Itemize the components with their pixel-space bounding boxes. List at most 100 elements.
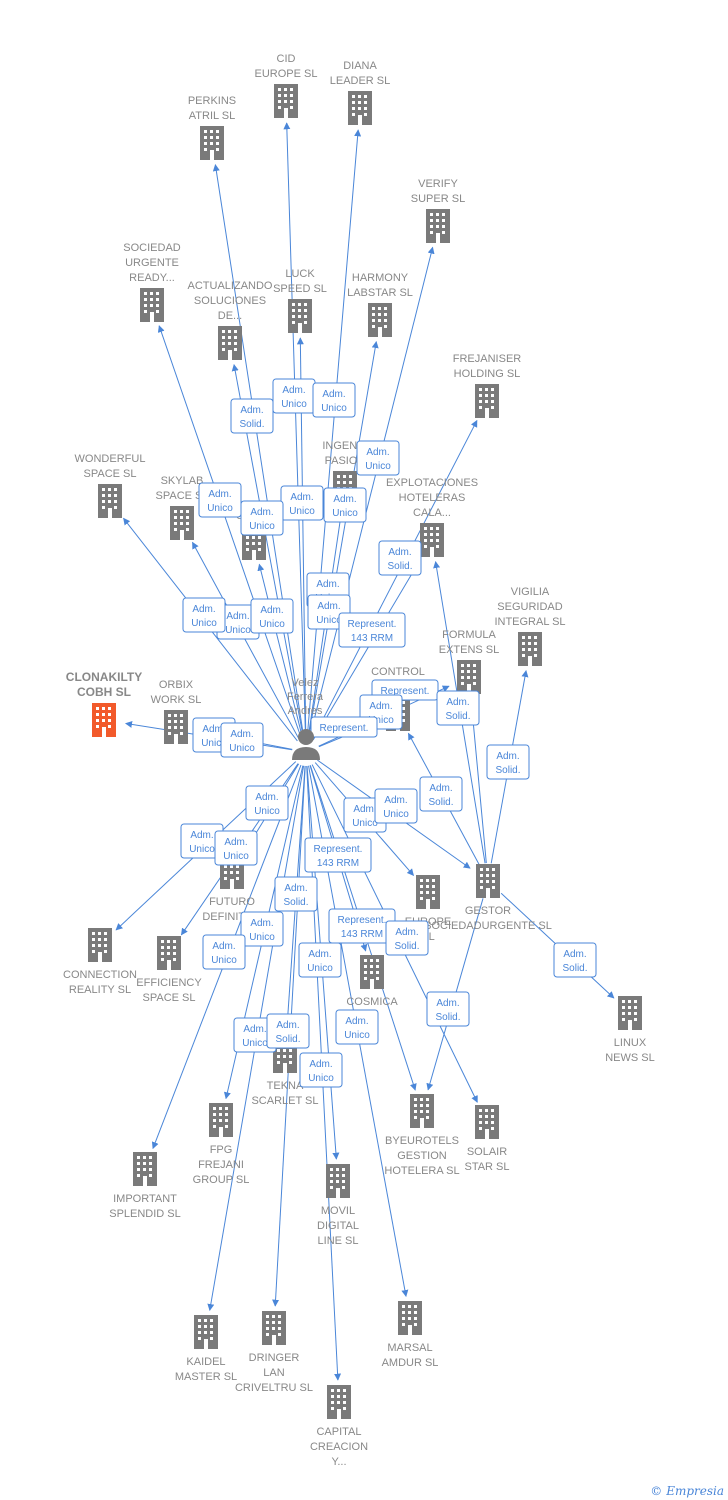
edge-label-text: Adm. (436, 998, 459, 1009)
company-node-capital[interactable]: CAPITALCREACIONY... (310, 1385, 368, 1468)
company-node-verify[interactable]: VERIFY SUPER SL (411, 178, 465, 243)
node-label-efficiency-line-1: EFFICIENCY (136, 977, 202, 989)
node-label-capital-line-1: CAPITAL (316, 1426, 361, 1438)
edge-label-text: Unico (191, 618, 217, 629)
node-label-futuro-line-1: FUTURO (209, 896, 255, 908)
edge-label-text: Unico (225, 625, 251, 636)
edge-label-box (338, 612, 406, 648)
building-icon (348, 91, 372, 125)
edge-label-text: Unico (316, 615, 342, 626)
company-node-efficiency[interactable]: EFFICIENCY SPACE SL (136, 936, 202, 1004)
node-label-verify-line-1: VERIFY (418, 178, 458, 190)
edge-label-box (553, 942, 597, 978)
node-label-efficiency-line-2: SPACE SL (143, 992, 196, 1004)
edge-label-box (335, 1009, 379, 1045)
node-label-gestor-line-2: SOCIEDADURGENTE SL (424, 920, 552, 932)
edges-layer (115, 122, 615, 1381)
node-label-harmony-line-2: LABSTAR SL (347, 287, 413, 299)
edge-label-text: Unico (289, 506, 315, 517)
node-label-wonderful-line-1: WONDERFUL (75, 453, 146, 465)
node-label-actualizando-line-1: ACTUALIZANDO (188, 280, 273, 292)
edge-label-text: Solid. (283, 897, 308, 908)
edge-label-text: Unico (249, 521, 275, 532)
edge-label: Adm.Unico (299, 1052, 343, 1088)
edge-label-box (312, 382, 356, 418)
edge-label-box (182, 597, 226, 633)
center-label-line-2: Ferrera (287, 691, 324, 703)
building-icon (518, 632, 542, 666)
edge-label: Adm.Unico (250, 598, 294, 634)
edge-label: Adm.Solid. (553, 942, 597, 978)
edge-label-text: Unico (365, 461, 391, 472)
edge-label-box (356, 440, 400, 476)
edge-label: Adm.Unico (214, 830, 258, 866)
building-icon (410, 1094, 434, 1128)
node-label-verify-line-2: SUPER SL (411, 193, 465, 205)
center-label-line-3: Andres (288, 705, 323, 717)
person-icon (292, 729, 320, 760)
edge-label-text: Adm. (496, 751, 519, 762)
edge-label-text: Adm. (255, 792, 278, 803)
edge-label: Adm.Unico (182, 597, 226, 633)
building-icon (164, 710, 188, 744)
edge-label-text: Adm. (429, 783, 452, 794)
edge-label: Represent.143 RRM (338, 612, 406, 648)
edge-label-text: Solid. (445, 711, 470, 722)
node-label-linux-line-2: NEWS SL (605, 1052, 655, 1064)
edge-labels-layer: Adm.UnicoAdm.UnicoAdm.Solid.Adm.UnicoAdm… (180, 378, 597, 1088)
edge-label-text: Unico (254, 806, 280, 817)
edge-label-text: Adm. (250, 918, 273, 929)
edge-label-text: Unico (211, 955, 237, 966)
building-icon (360, 955, 384, 989)
node-label-frejaniser-line-2: HOLDING SL (454, 368, 521, 380)
node-label-explotaciones-line-2: HOTELERAS (399, 492, 466, 504)
edge-label: Adm.Solid. (274, 876, 318, 912)
edge-label-box (298, 942, 342, 978)
edge-label-box (214, 830, 258, 866)
node-label-sociedad-line-2: URGENTE (125, 257, 179, 269)
building-icon (475, 1105, 499, 1139)
company-node-explotaciones[interactable]: EXPLOTACIONESHOTELERASCALA... (386, 477, 478, 557)
company-node-sociedad[interactable]: SOCIEDADURGENTEREADY... (123, 242, 181, 322)
edge-label-box (374, 788, 418, 824)
edge-label-text: Unico (189, 844, 215, 855)
node-label-perkins-line-1: PERKINS (188, 95, 236, 107)
edge-label: Represent.143 RRM (328, 908, 396, 944)
node-label-explotaciones-line-3: CALA... (413, 507, 451, 519)
edge-label-text: Adm. (260, 605, 283, 616)
edge-label-text: Adm. (250, 507, 273, 518)
edge-label-box (245, 785, 289, 821)
company-node-actualizando[interactable]: ACTUALIZANDOSOLUCIONESDE... (188, 280, 273, 360)
center-person[interactable]: Velez Ferrera Andres (287, 677, 324, 760)
building-icon (209, 1103, 233, 1137)
edge-label-box (385, 920, 429, 956)
building-icon (200, 126, 224, 160)
edge-label-text: Solid. (239, 419, 264, 430)
edge-label-text: Adm. (208, 489, 231, 500)
node-label-solair-line-1: SOLAIR (467, 1146, 507, 1158)
